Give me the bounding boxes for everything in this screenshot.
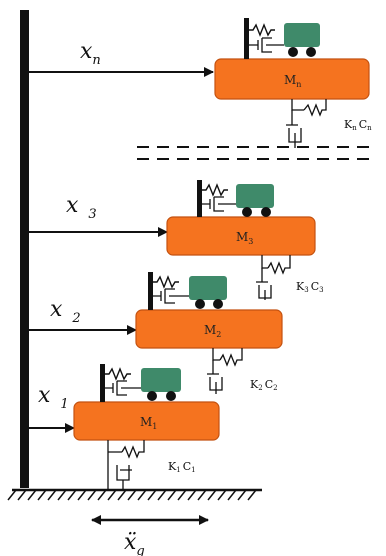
support-1: [107, 440, 145, 490]
mass-n-label: Mn: [284, 73, 301, 89]
tmd-1-damper: [105, 380, 141, 396]
mass-2-label: M2: [204, 323, 221, 339]
ground-hatch-mark: [7, 489, 17, 501]
tmd-1-post: [100, 364, 105, 402]
tmd-2-wheel-right: [213, 299, 223, 309]
mass-1-label: M1: [140, 415, 157, 431]
ground-hatch-mark: [187, 489, 197, 501]
tmd-n-wheel-left: [288, 47, 298, 57]
ground: [7, 488, 262, 501]
ground-hatch-mark: [147, 489, 157, 501]
tmd-1-mass: [141, 368, 181, 392]
ground-hatch-mark: [47, 489, 57, 501]
support-n: [286, 99, 327, 148]
tmd-2-spring: [152, 276, 180, 288]
tmd-2-wheel-left: [195, 299, 205, 309]
ground-hatch-mark: [167, 489, 177, 501]
ground-hatch-mark: [247, 489, 257, 501]
ground-hatch-mark: [237, 489, 247, 501]
ground-hatch-mark: [77, 489, 87, 501]
tmd-n-damper: [249, 37, 284, 53]
tmd-3-mass: [236, 184, 274, 208]
ground-hatch-mark: [207, 489, 217, 501]
ground-hatch-mark: [117, 489, 127, 501]
tmd-2-damper: [153, 288, 189, 304]
tmd-3-post: [197, 180, 202, 217]
ground-hatch-mark: [137, 489, 147, 501]
ground-hatch-mark: [107, 489, 117, 501]
support-2: [207, 348, 243, 394]
tmd-n-spring: [248, 24, 276, 36]
mass-2-block: [135, 309, 283, 349]
ground-hatch-mark: [67, 489, 77, 501]
ground-hatch-mark: [127, 489, 137, 501]
ground-hatch-mark: [97, 489, 107, 501]
tmd-n-post: [244, 18, 249, 59]
ground-hatch-mark: [27, 489, 37, 501]
tmd-n-mass: [284, 23, 320, 47]
ground-hatch-mark: [37, 489, 47, 501]
mass-3-label: M3: [236, 230, 253, 246]
tmd-2-post: [148, 272, 153, 310]
ground-hatch-mark: [157, 489, 167, 501]
tmd-3-wheel-left: [242, 207, 252, 217]
xn-label: xn: [80, 39, 101, 68]
ground-hatch-mark: [197, 489, 207, 501]
tmd-1-spring: [104, 368, 132, 380]
tmd-1-wheel-right: [166, 391, 176, 401]
ground-hatch-mark: [17, 489, 27, 501]
tmd-1-wheel-left: [147, 391, 157, 401]
tmd-n-wheel-right: [306, 47, 316, 57]
tmd-2-mass: [189, 276, 227, 300]
ground-accel-label: ẍg: [124, 530, 145, 556]
ground-hatch-mark: [57, 489, 67, 501]
ground-hatch-mark: [217, 489, 227, 501]
tmd-3-wheel-right: [261, 207, 271, 217]
ground-hatch-mark: [87, 489, 97, 501]
mass-1-block: [73, 401, 220, 441]
main-column: [20, 10, 29, 488]
mass-3-block: [166, 216, 316, 256]
support-3: [256, 255, 291, 300]
tmd-3-damper: [202, 196, 236, 212]
ground-hatch-mark: [227, 489, 237, 501]
tmd-3-spring: [201, 184, 229, 196]
ground-hatch-mark: [177, 489, 187, 501]
